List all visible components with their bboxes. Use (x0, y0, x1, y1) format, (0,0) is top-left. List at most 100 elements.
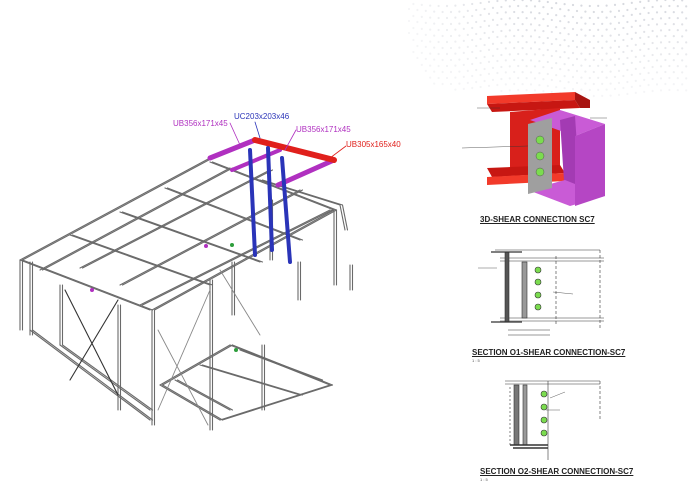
decor-dot (513, 70, 516, 74)
decor-dot (437, 76, 440, 80)
decor-dot (601, 22, 604, 25)
decor-dot (580, 52, 583, 55)
decor-dot (513, 22, 516, 26)
decor-dot (588, 16, 591, 20)
decor-dot (622, 38, 625, 42)
decor-dot (655, 11, 659, 14)
decor-dot (517, 4, 520, 8)
decor-dot (676, 41, 679, 44)
decor-dot (433, 58, 436, 61)
decor-dot (466, 57, 469, 61)
decor-dot (546, 60, 549, 64)
decor-dot (412, 26, 415, 30)
decor-dot (471, 62, 474, 66)
frame-member (174, 379, 231, 411)
decor-dot (613, 51, 617, 55)
decor-dot (513, 46, 516, 50)
decor-dot (449, 70, 453, 74)
decor-dot (685, 41, 688, 44)
decor-dot (466, 81, 469, 84)
decor-dot (441, 46, 444, 50)
decor-dot (597, 28, 600, 31)
decor-dot (437, 64, 440, 68)
decor-dot (681, 11, 684, 14)
decor-dot (592, 94, 595, 98)
decor-dot (571, 87, 575, 91)
decor-dot (639, 12, 642, 15)
decor-dot (437, 40, 440, 44)
decor-dot (475, 32, 478, 36)
decor-dot (668, 4, 671, 8)
decor-dot (651, 17, 654, 21)
decor-dot (617, 93, 621, 96)
decor-dot (420, 51, 423, 55)
beam-ub356-left (207, 137, 258, 161)
decor-dot (517, 88, 520, 92)
decor-dot (525, 89, 528, 92)
frame-member (141, 209, 334, 306)
decor-dot (454, 88, 457, 91)
decor-dot (563, 75, 566, 78)
decor-dot (538, 24, 541, 27)
decor-dot (546, 0, 549, 4)
frame-member (221, 384, 334, 421)
decor-dot (580, 28, 583, 31)
decor-dot (424, 33, 427, 37)
decor-dot (588, 76, 591, 80)
decor-dot (617, 21, 621, 24)
decor-dot (479, 13, 482, 17)
decor-dot (580, 64, 583, 67)
decor-dot (609, 94, 612, 97)
decor-dot (647, 0, 650, 3)
decor-dot (500, 77, 503, 81)
decor-dot (445, 16, 449, 20)
decor-dot (496, 23, 499, 27)
decor-dot (580, 4, 583, 7)
decor-dot (659, 53, 663, 56)
decor-dot (525, 5, 528, 8)
decor-dot (617, 45, 621, 49)
decor-dot (605, 16, 608, 19)
decor-dot (441, 22, 444, 26)
decor-dot (533, 89, 537, 92)
decor-dot (681, 47, 684, 50)
decor-dot (491, 6, 495, 9)
decor-dot (479, 37, 482, 41)
decor-dot (483, 19, 486, 23)
decor-dot (584, 22, 587, 25)
decor-dot (542, 90, 545, 93)
decor-dot (500, 17, 503, 21)
decor-dot (454, 28, 457, 31)
decor-dot (655, 35, 659, 38)
decor-dot (605, 88, 608, 91)
decor-dot (429, 76, 432, 79)
decor-dot (651, 89, 654, 93)
decor-dot (550, 90, 553, 94)
decor-dot (664, 46, 667, 50)
decor-dot (521, 71, 524, 74)
decor-dot (634, 55, 637, 59)
decor-dot (639, 72, 642, 75)
decor-dot (458, 58, 461, 61)
decor-dot (500, 5, 503, 9)
label-ub356-right: UB356x171x45 (296, 125, 351, 134)
decor-dot (555, 74, 558, 77)
frame-member (19, 157, 211, 261)
decor-dot (445, 64, 449, 68)
decor-dot (681, 0, 684, 2)
decor-dot (597, 40, 600, 44)
decor-dot (491, 42, 495, 46)
decor-dot (496, 0, 499, 3)
decor-dot (437, 28, 440, 32)
decor-dot (533, 29, 537, 32)
decor-dot (500, 29, 503, 33)
decor-dot (429, 28, 432, 31)
caption-section-o2: SECTION O2-SHEAR CONNECTION-SC7 (480, 467, 634, 476)
decor-dot (571, 39, 575, 43)
decor-dot (533, 17, 537, 20)
label-ub356-left: UB356x171x45 (173, 119, 228, 128)
decor-dot (437, 4, 440, 8)
decor-dot (420, 27, 423, 30)
decor-dot (676, 5, 679, 8)
decor-dot (672, 0, 675, 2)
